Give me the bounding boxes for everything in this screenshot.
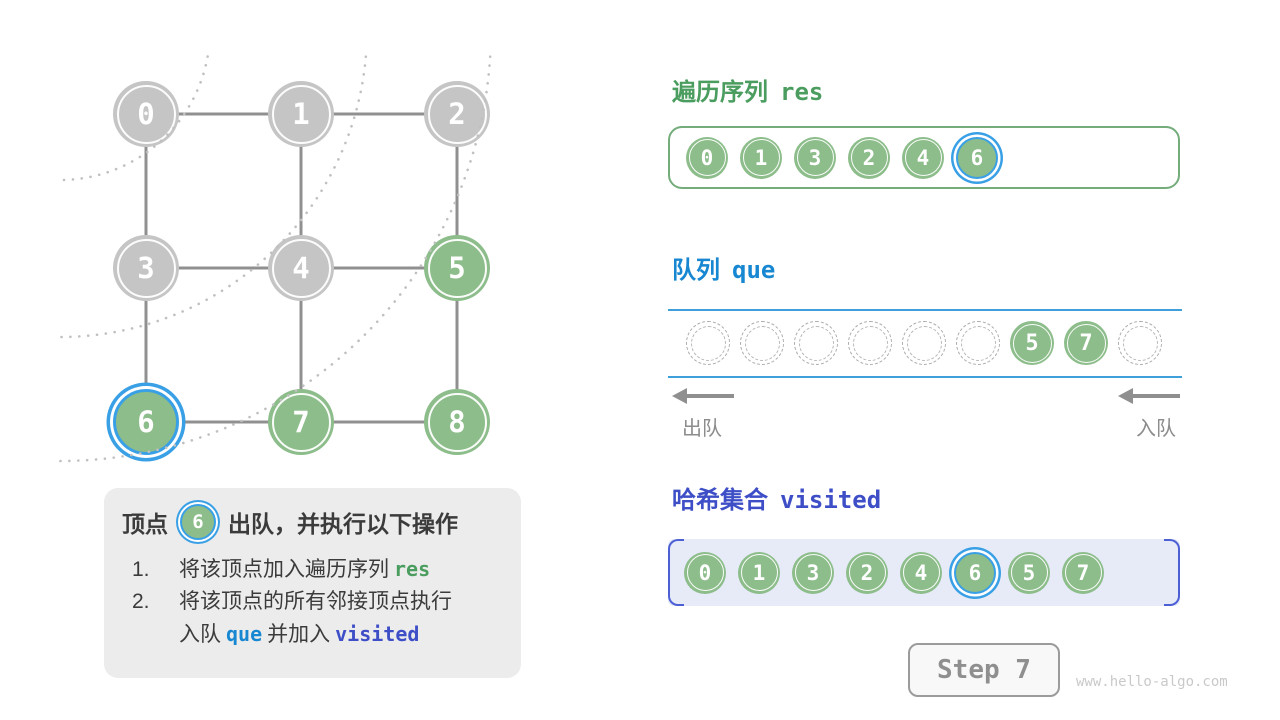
visited-item-current: 6 [954,551,996,594]
queue-bottom-line [668,376,1182,378]
graph-node-1: 1 [268,81,334,147]
res-item: 3 [794,136,836,179]
res-header-code: res [780,78,824,106]
graph-node-4: 4 [268,235,334,301]
dequeue-label: 出队 [682,418,722,440]
graph-node-5: 5 [424,235,490,301]
queue-slot-empty [686,321,730,365]
visited-header-zh: 哈希集合 [672,487,768,514]
queue-slot-empty [740,321,784,365]
res-item: 1 [740,136,782,179]
graph-node-8: 8 [424,389,490,455]
queue-top-line [668,309,1182,311]
visited-code-label: visited [335,622,420,646]
queue-section-header: 队列 que [672,250,775,285]
visited-section-header: 哈希集合 visited [672,480,881,515]
res-header-zh: 遍历序列 [672,79,768,106]
res-item-current: 6 [956,136,998,179]
queue-slots: 5 7 [686,321,1162,365]
watermark-url: www.hello-algo.com [1076,674,1228,690]
graph-node-0: 0 [113,81,179,147]
visited-item: 3 [792,551,834,594]
visited-item: 5 [1008,551,1050,594]
info-title-suffix: 出队，并执行以下操作 [228,511,458,537]
step-indicator: Step 7 [908,643,1060,697]
queue-slot-item: 5 [1010,321,1054,365]
enqueue-label: 入队 [1136,418,1176,440]
arrow-head [672,388,687,404]
res-section-header: 遍历序列 res [672,72,823,107]
visited-item: 0 [684,551,726,594]
que-code-label: que [226,622,263,646]
graph-node-6-current: 6 [113,389,179,455]
queue-header-code: que [732,256,776,284]
arrow-shaft [1132,394,1180,398]
visited-item: 4 [900,551,942,594]
visited-item: 7 [1062,551,1104,594]
arrow-head [1118,388,1133,404]
res-item: 4 [902,136,944,179]
step-text: 将该顶点的所有邻接顶点执行 [179,590,452,613]
step-text: 并加入 [267,623,331,646]
visited-header-code: visited [780,486,882,514]
queue-slot-empty [794,321,838,365]
res-code-label: res [394,557,431,581]
visited-set-box: 0 1 3 2 4 6 5 7 [668,539,1180,606]
visited-item: 2 [846,551,888,594]
visited-item: 1 [738,551,780,594]
graph-node-3: 3 [113,235,179,301]
queue-header-zh: 队列 [672,257,720,284]
res-item: 0 [686,136,728,179]
info-title: 顶点 6 出队，并执行以下操作 [104,488,521,540]
graph-node-2: 2 [424,81,490,147]
dequeue-arrow-icon [672,388,734,404]
enqueue-arrow-icon [1118,388,1180,404]
arrow-shaft [686,394,734,398]
res-item: 2 [848,136,890,179]
queue-slot-item: 7 [1064,321,1108,365]
current-node-badge: 6 [180,504,216,540]
queue-slot-empty [956,321,1000,365]
queue-slot-empty [848,321,892,365]
info-title-prefix: 顶点 [122,511,168,537]
graph-node-7: 7 [268,389,334,455]
step-text: 将该顶点加入遍历序列 [179,558,389,581]
step-number: 2. [132,590,150,613]
step-text: 入队 [179,623,221,646]
res-sequence-box: 0 1 3 2 4 6 [668,126,1180,189]
queue-slot-empty [902,321,946,365]
step-number: 1. [132,558,150,581]
info-step-2: 2. 将该顶点的所有邻接顶点执行 [132,586,521,618]
queue-slot-empty [1118,321,1162,365]
